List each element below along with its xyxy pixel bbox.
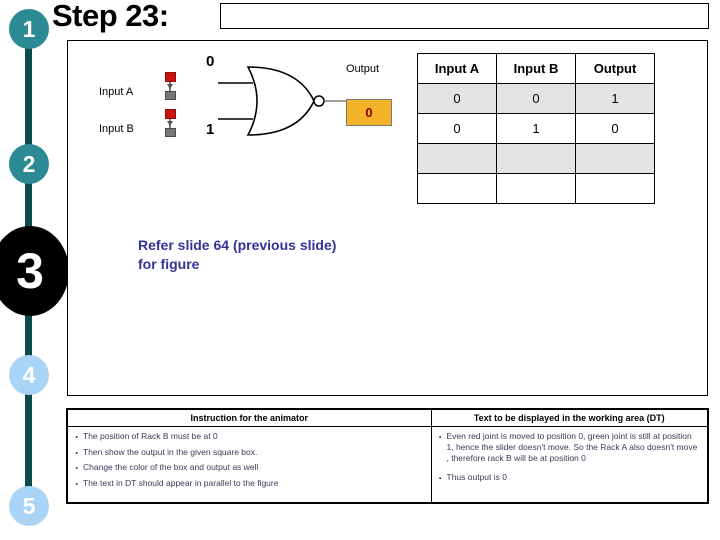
list-item: Then show the output in the given square… [74, 446, 425, 460]
cell-input-b: 1 [496, 113, 576, 144]
cell-output [575, 143, 655, 174]
instruction-table-body-row: The position of Rack B must be at 0 Then… [66, 426, 709, 503]
cell-output: 1 [575, 83, 655, 114]
cell-input-b [496, 143, 576, 174]
cell-input-b: 0 [496, 83, 576, 114]
dt-text-cell: Even red joint is moved to position 0, g… [430, 426, 709, 503]
cell-input-a: 0 [417, 83, 497, 114]
table-row: 0 0 1 [417, 83, 655, 114]
timeline-node-5[interactable]: 5 [9, 486, 49, 526]
truth-col-output: Output [575, 53, 655, 84]
list-item: Change the color of the box and output a… [74, 461, 425, 475]
refer-slide-note: Refer slide 64 (previous slide) for figu… [138, 236, 336, 274]
cell-input-a: 0 [417, 113, 497, 144]
input-a-label: Input A [99, 86, 134, 98]
instruction-header-right: Text to be displayed in the working area… [430, 408, 709, 427]
output-value: 0 [365, 105, 373, 120]
animator-instruction-list: The position of Rack B must be at 0 Then… [74, 430, 425, 491]
table-row [417, 143, 655, 174]
list-item: The text in DT should appear in parallel… [74, 477, 425, 491]
down-arrow-icon [167, 84, 173, 89]
list-item: Thus output is 0 [438, 471, 702, 487]
input-b-value: 1 [206, 121, 215, 138]
animator-instructions-cell: The position of Rack B must be at 0 Then… [66, 426, 432, 503]
table-row [417, 173, 655, 204]
gray-block-icon [165, 128, 176, 137]
timeline-node-4[interactable]: 4 [9, 355, 49, 395]
input-b-switch-icon[interactable] [164, 109, 177, 137]
nor-gate-icon [218, 66, 348, 136]
gray-block-icon [165, 91, 176, 100]
title-text-box[interactable] [220, 3, 709, 29]
input-b-label: Input B [99, 123, 134, 135]
instruction-table-header-row: Instruction for the animator Text to be … [66, 408, 709, 427]
cell-output: 0 [575, 113, 655, 144]
main-content-panel: Input A Input B 0 1 [67, 40, 708, 396]
timeline-node-1[interactable]: 1 [9, 9, 49, 49]
truth-col-input-b: Input B [496, 53, 576, 84]
cell-output [575, 173, 655, 204]
logic-diagram: Input A Input B 0 1 [68, 41, 428, 171]
refer-note-line1: Refer slide 64 (previous slide) [138, 237, 337, 253]
list-item: The position of Rack B must be at 0 [74, 430, 425, 444]
red-block-icon [165, 72, 176, 82]
instruction-header-left: Instruction for the animator [66, 408, 432, 427]
output-value-box[interactable]: 0 [346, 99, 392, 126]
down-arrow-icon [167, 121, 173, 126]
timeline-node-2[interactable]: 2 [9, 144, 49, 184]
input-a-switch-icon[interactable] [164, 72, 177, 100]
truth-table-header-row: Input A Input B Output [417, 53, 655, 84]
page-title: Step 23: [52, 0, 169, 33]
cell-input-a [417, 143, 497, 174]
timeline-node-3-active[interactable]: 3 [0, 226, 69, 316]
truth-table: Input A Input B Output 0 0 1 0 1 0 [417, 53, 655, 204]
truth-col-input-a: Input A [417, 53, 497, 84]
refer-note-line2: for figure [138, 255, 200, 272]
dt-text-list: Even red joint is moved to position 0, g… [438, 430, 702, 487]
output-label: Output [346, 63, 380, 75]
list-item: Even red joint is moved to position 0, g… [438, 430, 702, 464]
table-row: 0 1 0 [417, 113, 655, 144]
input-a-value: 0 [206, 53, 215, 70]
cell-input-b [496, 173, 576, 204]
instruction-table: Instruction for the animator Text to be … [66, 408, 709, 504]
red-block-icon [165, 109, 176, 119]
cell-input-a [417, 173, 497, 204]
